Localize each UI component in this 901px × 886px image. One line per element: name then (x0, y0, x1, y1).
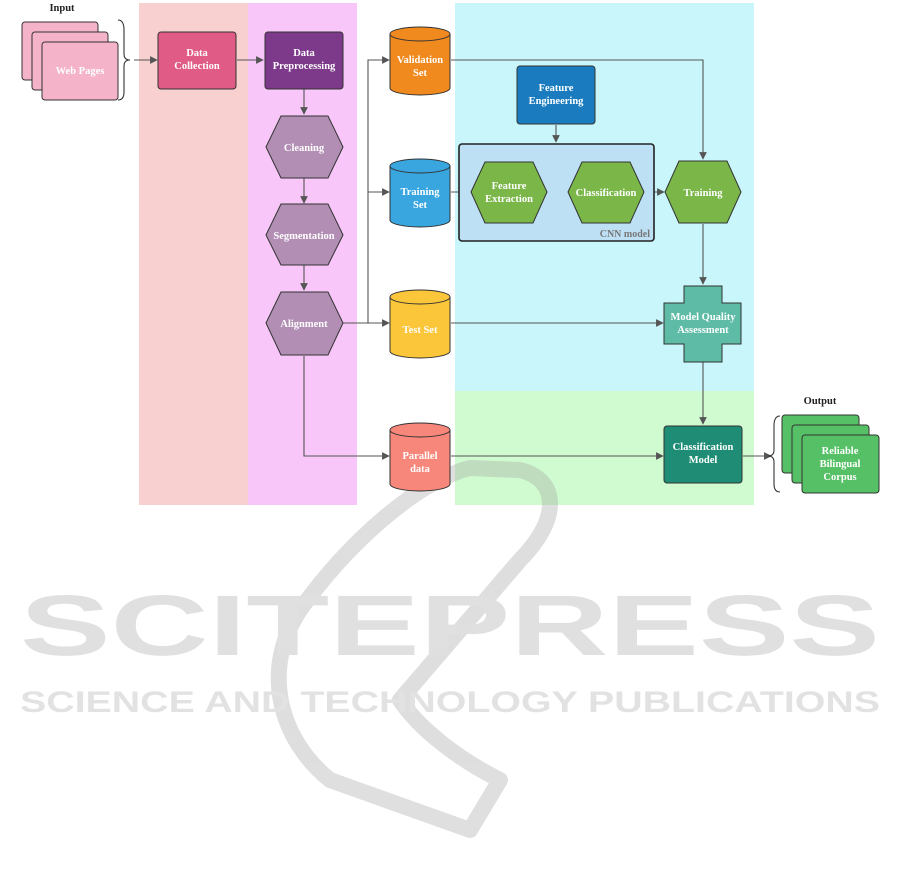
test-set-label: Test Set (403, 325, 438, 336)
validation-set-label-1: Validation (397, 55, 443, 66)
parallel-data-node: Parallel data (389, 422, 451, 492)
web-page-front (41, 41, 119, 101)
data-collection-node: Data Collection (157, 31, 237, 90)
web-pages-stack: Web Pages (21, 21, 119, 101)
corpus-page-front (801, 434, 880, 494)
feature-extraction-node: Feature Extraction (470, 161, 548, 224)
corpus-label-1: Reliable (822, 446, 859, 457)
output-brace (767, 415, 781, 493)
alignment-label: Alignment (280, 319, 328, 330)
data-preprocessing-node: Data Preprocessing (264, 31, 344, 90)
parallel-data-label-1: Parallel (403, 451, 438, 462)
classification-label: Classification (576, 188, 637, 199)
corpus-label-2: Bilingual (820, 459, 861, 470)
model-quality-label-2: Assessment (677, 325, 729, 336)
alignment-node: Alignment (265, 291, 344, 356)
data-collection-label-1: Data (186, 48, 208, 59)
classification-model-label-1: Classification (673, 442, 734, 453)
test-set-node: Test Set (389, 289, 451, 359)
parallel-data-label-2: data (410, 464, 431, 475)
watermark: SCITEPRESS SCIENCE AND TECHNOLOGY PUBLIC… (20, 460, 880, 838)
training-set-label-1: Training (401, 187, 441, 198)
cleaning-label: Cleaning (284, 143, 325, 154)
feature-engineering-label-2: Engineering (529, 96, 585, 107)
classification-model-node: Classification Model (663, 425, 743, 484)
data-preprocessing-label-2: Preprocessing (273, 61, 336, 72)
input-label: Input (49, 3, 75, 14)
segmentation-label: Segmentation (273, 231, 334, 242)
corpus-stack: Reliable Bilingual Corpus (781, 414, 880, 494)
classification-model-label-2: Model (689, 455, 718, 466)
classification-node: Classification (567, 161, 645, 224)
output-label: Output (804, 396, 837, 407)
input-brace (117, 19, 131, 101)
training-label: Training (684, 188, 724, 199)
feature-extraction-label-1: Feature (492, 181, 527, 192)
data-collection-label-2: Collection (174, 61, 220, 72)
watermark-subtitle: SCIENCE AND TECHNOLOGY PUBLICATIONS (20, 686, 880, 719)
feature-extraction-label-2: Extraction (485, 194, 533, 205)
training-set-node: Training Set (389, 158, 451, 228)
model-quality-assessment-node: Model Quality Assessment (663, 285, 742, 363)
model-quality-label-1: Model Quality (670, 312, 736, 323)
validation-set-label-2: Set (413, 68, 428, 79)
watermark-title: SCITEPRESS (20, 578, 880, 674)
training-node: Training (664, 160, 742, 224)
corpus-label-3: Corpus (823, 472, 856, 483)
validation-set-node: Validation Set (389, 26, 451, 96)
data-preprocessing-label-1: Data (293, 48, 315, 59)
segmentation-node: Segmentation (265, 203, 344, 266)
watermark-logo-shape (270, 460, 558, 838)
feature-engineering-node: Feature Engineering (516, 65, 596, 125)
web-pages-label: Web Pages (56, 66, 105, 77)
training-set-label-2: Set (413, 200, 428, 211)
cnn-model-label: CNN model (600, 229, 650, 240)
cleaning-node: Cleaning (265, 115, 344, 179)
feature-engineering-label-1: Feature (539, 83, 574, 94)
edge-alignment-parallel (303, 356, 390, 460)
edge-validation-training (451, 59, 707, 160)
